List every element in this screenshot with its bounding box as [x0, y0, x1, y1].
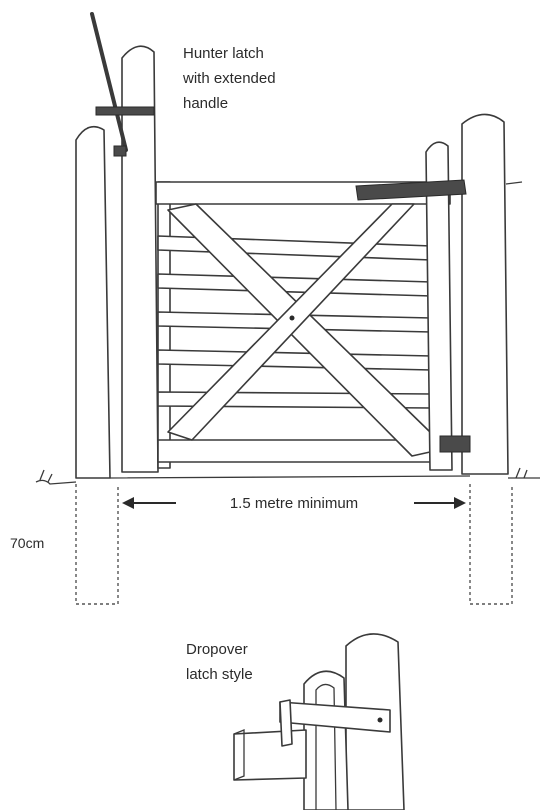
- latch-keeper-tip: [505, 181, 523, 185]
- dropover-latch-detail: [233, 633, 405, 810]
- hunter-latch-label-line1: Hunter latch: [183, 45, 264, 62]
- width-dimension: [122, 497, 466, 509]
- hunter-latch-label-line2: with extended: [182, 70, 276, 87]
- shutting-post: [461, 113, 509, 475]
- dropover-bar-end: [279, 699, 293, 747]
- dropover-gate-stile: [303, 670, 349, 810]
- dropover-gate-rail: [233, 729, 307, 781]
- hanging-post: [121, 45, 159, 473]
- gate-illustration: [35, 12, 540, 485]
- left-buried-post: [75, 484, 119, 605]
- depth-label: 70cm: [10, 535, 44, 551]
- dropover-stile-inner: [315, 683, 337, 810]
- left-fence-post: [75, 125, 111, 479]
- dropover-bolt: [377, 717, 383, 723]
- gate-braces: [167, 203, 431, 457]
- latch-keep: [113, 145, 127, 157]
- latch-handle-rod: [90, 12, 128, 152]
- width-label: 1.5 metre minimum: [230, 495, 358, 512]
- latch-bracket: [95, 106, 155, 116]
- grass-tufts: [39, 467, 528, 483]
- hunter-latch: [90, 12, 155, 157]
- hunter-latch-label-line3: handle: [183, 95, 228, 112]
- dropover-label-line2: latch style: [186, 666, 253, 683]
- dropover-label-line1: Dropover: [186, 641, 248, 658]
- bottom-catch: [439, 435, 471, 453]
- top-latch-bar: [355, 179, 467, 201]
- width-arrow-left-head: [122, 497, 134, 509]
- buried-post-outlines: [75, 484, 513, 605]
- center-bolt: [289, 315, 295, 321]
- width-arrow-right-head: [454, 497, 466, 509]
- dropover-rail-end: [233, 729, 245, 781]
- ground-line: [35, 475, 540, 485]
- gate-shutting-stile: [425, 141, 453, 471]
- right-buried-post: [469, 484, 513, 605]
- labels: Hunter latch with extended handle 1.5 me…: [10, 45, 358, 683]
